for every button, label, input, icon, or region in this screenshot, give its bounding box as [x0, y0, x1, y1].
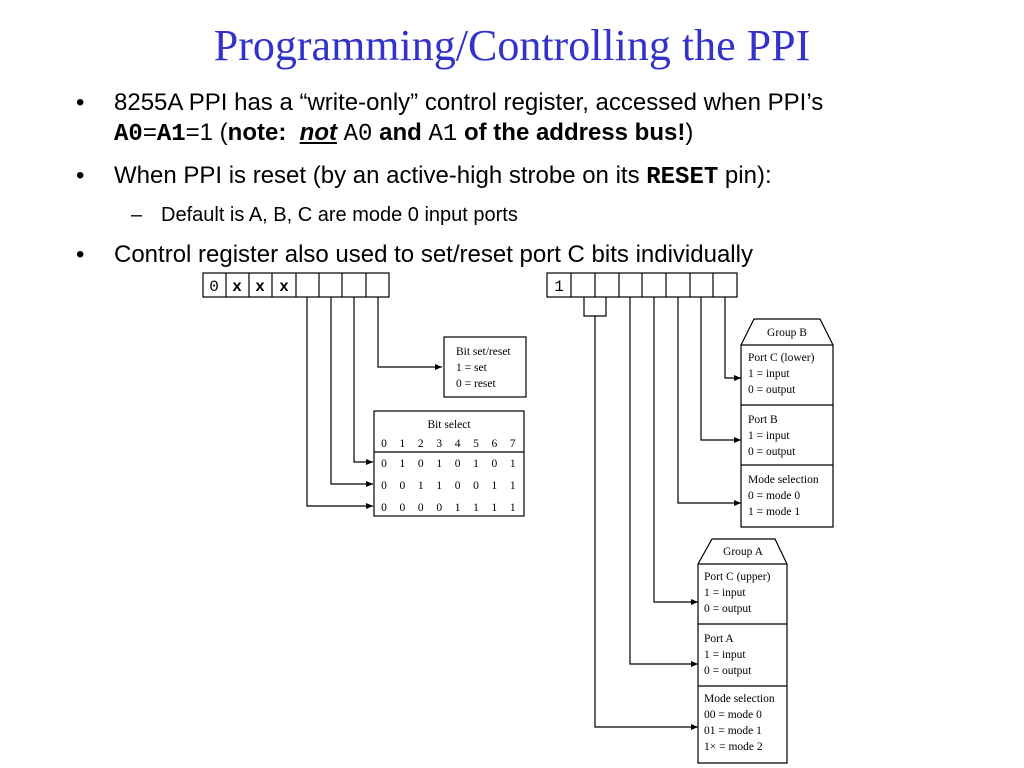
group-a-mode-line-3: 1× = mode 2 [704, 741, 763, 753]
bullet-1-line-2: A0=A1=1 (note: not A0 and A1 of the addr… [114, 118, 823, 150]
bit-select-header-0: 0 [381, 438, 387, 450]
bit-select-title: Bit select [427, 419, 471, 431]
bit-select-cell: 0 [492, 458, 498, 470]
a1-code: A1 [428, 121, 458, 148]
bit-select-cell: 1 [510, 458, 516, 470]
bit-select-cell: 0 [400, 480, 406, 492]
group-b-mode-line-1: 0 = mode 0 [748, 490, 800, 502]
bit-select-cell: 0 [418, 458, 424, 470]
sub-bullet-text: Default is A, B, C are mode 0 input port… [161, 204, 518, 226]
left-reg-bit-5: x [255, 278, 265, 296]
group-a-port-c-upper-line-2: 0 = output [704, 603, 752, 615]
group-b-port-c-lower-title: Port C (lower) [748, 352, 815, 364]
bit-select-cell: 0 [381, 480, 387, 492]
group-b-mode-line-2: 1 = mode 1 [748, 506, 800, 518]
bit-select-cell: 1 [473, 502, 479, 514]
group-b-port-c-lower-line-2: 0 = output [748, 384, 796, 396]
bit-select-cell: 1 [418, 480, 424, 492]
and-text: and [372, 119, 429, 146]
bit-select-cell: 0 [400, 502, 406, 514]
bit-select-cell: 1 [492, 480, 498, 492]
group-b-title: Group B [767, 327, 807, 339]
bit-select-cell: 1 [492, 502, 498, 514]
right-reg-bit-7: 1 [554, 278, 564, 296]
bullet-dot: • [76, 241, 85, 268]
group-a-title: Group A [723, 546, 764, 558]
bullet-dot: • [76, 162, 85, 189]
group-a-mode-line-2: 01 = mode 1 [704, 725, 762, 737]
address-bus-text: of the address bus! [457, 119, 686, 146]
bullet-3: • Control register also used to set/rese… [76, 240, 753, 270]
bit-select-cell: 1 [436, 480, 442, 492]
bit-select-table [373, 410, 525, 517]
bit-select-header-3: 3 [436, 438, 442, 450]
group-a-port-a-line-1: 1 = input [704, 649, 746, 661]
mode-bits-bracket [583, 297, 607, 317]
bit-select-cell: 1 [473, 458, 479, 470]
bit-set-reset-title: Bit set/reset [456, 346, 511, 358]
bit-select-cell: 0 [455, 458, 461, 470]
bit-set-reset-box [443, 336, 527, 398]
bullet-2-tail: pin): [718, 162, 772, 189]
bit-set-reset-line-2: 0 = reset [456, 378, 496, 390]
group-b-port-b-line-2: 0 = output [748, 446, 796, 458]
bit-select-header-6: 6 [492, 438, 498, 450]
note-label: note: [227, 119, 287, 146]
group-a-port-c-upper-line-1: 1 = input [704, 587, 746, 599]
bit-select-cell: 1 [400, 458, 406, 470]
bit-select-cell: 1 [436, 458, 442, 470]
bullet-dot: • [76, 89, 85, 116]
a0-label: A0 [114, 121, 143, 148]
group-b-port-b-title: Port B [748, 414, 778, 426]
bit-select-cell: 1 [510, 502, 516, 514]
not-emphasis: not [299, 119, 337, 146]
sub-bullet-1: – Default is A, B, C are mode 0 input po… [131, 203, 518, 227]
bit-select-cell: 0 [436, 502, 442, 514]
group-a-port-c-upper-title: Port C (upper) [704, 571, 771, 583]
group-a-mode-line-1: 00 = mode 0 [704, 709, 762, 721]
bit-set-reset-line-1: 1 = set [456, 362, 488, 374]
group-b-port-c-lower-line-1: 1 = input [748, 368, 790, 380]
group-a-mode-title: Mode selection [704, 693, 775, 705]
bit-select-cell: 1 [510, 480, 516, 492]
bullet-1: • 8255A PPI has a “write-only” control r… [76, 88, 824, 150]
bullet-1-line-1: 8255A PPI has a “write-only” control reg… [114, 89, 824, 116]
group-b-port-b-line-1: 1 = input [748, 430, 790, 442]
bullet-2: • When PPI is reset (by an active-high s… [76, 161, 772, 193]
bit-select-cell: 0 [418, 502, 424, 514]
group-b-mode-title: Mode selection [748, 474, 819, 486]
bit-select-cell: 0 [455, 480, 461, 492]
bullet-3-text: Control register also used to set/reset … [114, 241, 753, 268]
left-reg-bit-7: 0 [209, 278, 219, 296]
a1-label: A1 [156, 121, 186, 148]
left-reg-bit-6: x [232, 278, 242, 296]
equals-sign: = [142, 119, 157, 146]
bit-select-header-1: 1 [400, 438, 406, 450]
sub-bullet-dash: – [131, 204, 143, 226]
bullet-2-text: When PPI is reset (by an active-high str… [114, 162, 647, 189]
equals-one: =1 ( [185, 119, 228, 146]
slide-title: Programming/Controlling the PPI [213, 21, 811, 70]
bit-select-cell: 0 [381, 502, 387, 514]
group-a-port-a-line-2: 0 = output [704, 665, 752, 677]
left-reg-bit-4: x [279, 278, 289, 296]
bit-select-header-5: 5 [473, 438, 479, 450]
close-paren: ) [685, 119, 694, 146]
bit-select-header-2: 2 [418, 438, 424, 450]
a0-code: A0 [343, 121, 373, 148]
bit-select-header-4: 4 [455, 438, 461, 450]
reset-pin-label: RESET [646, 164, 719, 191]
bit-select-header-7: 7 [510, 438, 516, 450]
bit-select-cell: 0 [473, 480, 479, 492]
bit-select-cell: 0 [381, 458, 387, 470]
bit-select-cell: 1 [455, 502, 461, 514]
group-a-port-a-title: Port A [704, 633, 734, 645]
